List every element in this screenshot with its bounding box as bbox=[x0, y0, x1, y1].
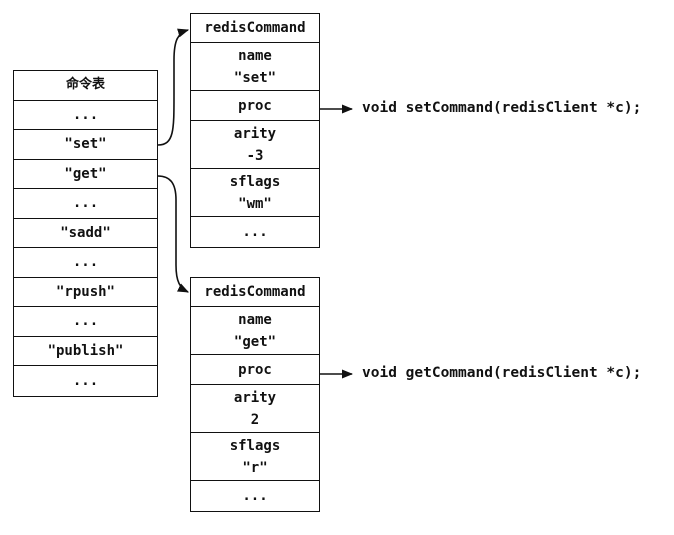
set-name-label: name bbox=[238, 47, 272, 64]
get-proc-function-label: void getCommand(redisClient *c); bbox=[362, 365, 642, 381]
set-sflags-label: sflags bbox=[229, 173, 281, 190]
set-struct-header: redisCommand bbox=[191, 14, 319, 43]
set-sflags-value: "wm" bbox=[238, 195, 272, 212]
command-table-row: ... bbox=[14, 101, 157, 130]
command-table: 命令表 ... "set" "get" ... "sadd" ... "rpus… bbox=[13, 70, 158, 397]
command-table-row: ... bbox=[14, 307, 157, 337]
get-struct-header: redisCommand bbox=[191, 278, 319, 307]
get-more-field: ... bbox=[242, 488, 268, 504]
get-arity-label: arity bbox=[233, 389, 277, 406]
command-table-row-sadd: "sadd" bbox=[14, 219, 157, 248]
set-arity-label: arity bbox=[233, 125, 277, 142]
set-name-field: name "set" bbox=[191, 43, 319, 91]
get-sflags-value: "r" bbox=[242, 459, 268, 476]
set-name-value: "set" bbox=[233, 69, 277, 86]
set-arity-value: -3 bbox=[246, 147, 264, 164]
set-arity-field: arity -3 bbox=[191, 121, 319, 169]
command-table-row-publish: "publish" bbox=[14, 337, 157, 366]
get-name-label: name bbox=[238, 311, 272, 328]
get-name-value: "get" bbox=[233, 333, 277, 350]
command-table-row: ... bbox=[14, 248, 157, 278]
get-sflags-field: sflags "r" bbox=[191, 433, 319, 481]
get-name-field: name "get" bbox=[191, 307, 319, 355]
set-sflags-field: sflags "wm" bbox=[191, 169, 319, 217]
command-table-title: 命令表 bbox=[14, 71, 157, 101]
command-table-row: ... bbox=[14, 189, 157, 219]
get-arity-field: arity 2 bbox=[191, 385, 319, 433]
get-sflags-label: sflags bbox=[229, 437, 281, 454]
command-table-row-get: "get" bbox=[14, 160, 157, 189]
get-entry-arrow bbox=[157, 175, 190, 293]
command-table-row-set: "set" bbox=[14, 130, 157, 160]
set-more-field: ... bbox=[242, 224, 268, 240]
get-arity-value: 2 bbox=[250, 411, 260, 428]
set-entry-arrow bbox=[157, 28, 190, 146]
command-table-row-rpush: "rpush" bbox=[14, 278, 157, 307]
set-redis-command-struct: redisCommand name "set" proc arity -3 sf… bbox=[190, 13, 320, 248]
get-proc-field: proc bbox=[191, 355, 319, 385]
set-proc-function-label: void setCommand(redisClient *c); bbox=[362, 100, 642, 116]
get-redis-command-struct: redisCommand name "get" proc arity 2 sfl… bbox=[190, 277, 320, 512]
command-table-row: ... bbox=[72, 372, 99, 389]
set-proc-field: proc bbox=[191, 91, 319, 121]
